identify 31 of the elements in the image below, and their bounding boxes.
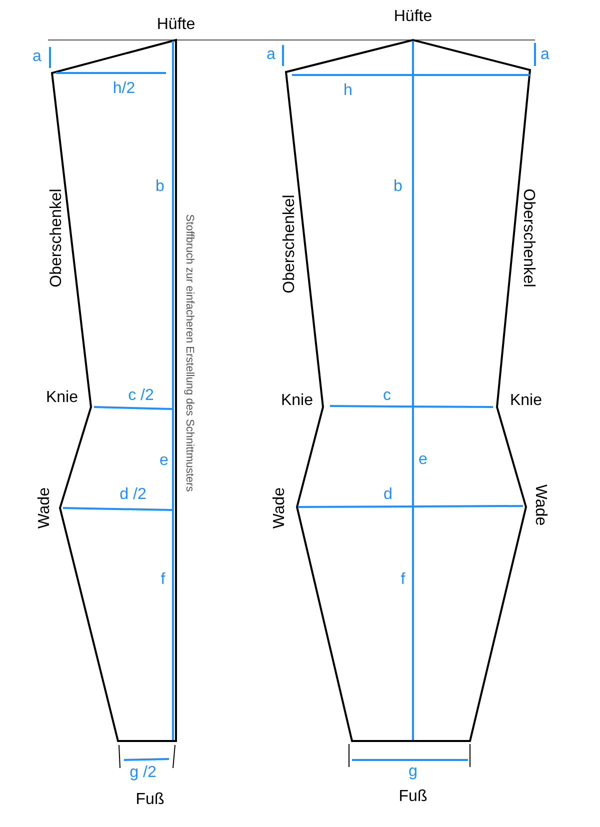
body-part-label: Fuß	[398, 789, 428, 805]
measurement-label: b	[394, 179, 402, 195]
measurement-label: a	[32, 49, 42, 65]
fold-note: Stoffbruch zur einfacheren Erstellung des Schnittmusters	[184, 214, 194, 492]
measurement-label: b	[156, 179, 164, 195]
measurement-label: c /2	[128, 388, 154, 404]
measurement-label: c	[383, 388, 391, 404]
measurement-label: g /2	[130, 765, 156, 781]
measurement-label: h	[344, 83, 352, 99]
body-part-label: Knie	[46, 390, 78, 406]
measurement-label: h/2	[112, 81, 136, 97]
measurement-label: a	[266, 47, 276, 63]
measurement-label: d	[384, 487, 392, 503]
body-part-label: Oberschenkel	[49, 188, 65, 288]
body-part-label: Wade	[532, 484, 548, 526]
body-part-label: Knie	[510, 393, 542, 409]
body-part-label: Hüfte	[394, 9, 432, 25]
body-part-label: Hüfte	[156, 17, 196, 33]
measurement-label: f	[160, 572, 166, 588]
measurement-label: d /2	[120, 487, 146, 503]
measurement-label: f	[400, 572, 406, 588]
measurement-label: e	[418, 452, 428, 468]
measurement-label: g	[408, 764, 418, 780]
body-part-label: Knie	[280, 393, 314, 409]
measurement-label: a	[540, 47, 550, 63]
body-part-label: Wade	[37, 487, 53, 529]
body-part-label: Oberschenkel	[520, 188, 536, 288]
body-part-label: Fuß	[136, 792, 164, 808]
body-part-label: Oberschenkel	[282, 194, 298, 294]
measurement-label: e	[160, 453, 168, 469]
body-part-label: Wade	[272, 487, 288, 529]
